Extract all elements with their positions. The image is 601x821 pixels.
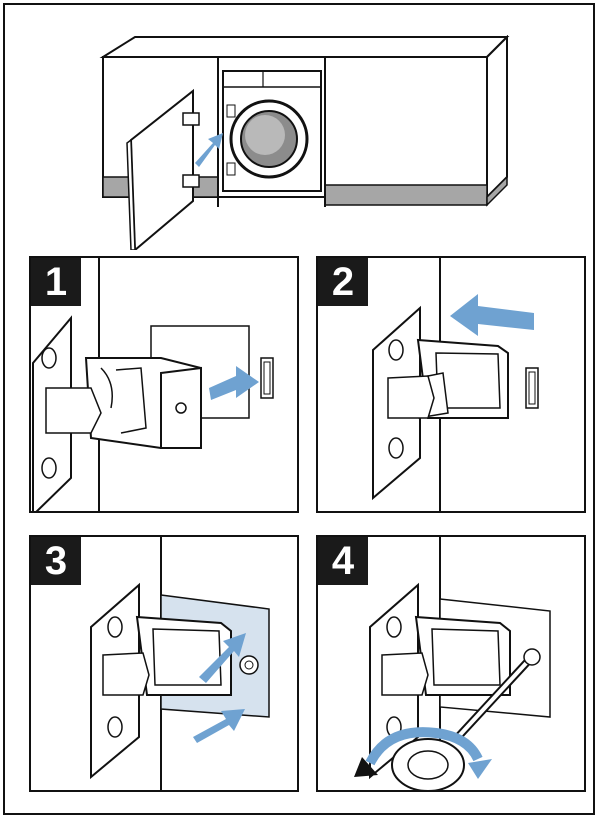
step-3-arrow-upper-icon bbox=[199, 633, 246, 683]
step-4-illustration bbox=[354, 537, 551, 790]
step-panel-3: 3 bbox=[29, 535, 299, 792]
step-4-badge: 4 bbox=[318, 537, 368, 585]
step-2-arrow-icon bbox=[450, 294, 534, 336]
step-4-rotate-arrow-icon bbox=[365, 727, 483, 766]
cabinet-side bbox=[486, 35, 508, 200]
step-2-illustration bbox=[372, 258, 539, 511]
step-3-illustration bbox=[90, 537, 270, 790]
instruction-frame: 1 2 bbox=[3, 3, 595, 815]
step-1-arrow-icon bbox=[209, 366, 259, 400]
step-panel-2: 2 bbox=[316, 256, 586, 513]
step-3-badge: 3 bbox=[31, 537, 81, 585]
step-panel-1: 1 bbox=[29, 256, 299, 513]
cabinet-overview-illustration bbox=[99, 35, 510, 250]
hero-arrow-icon bbox=[195, 133, 223, 167]
door-hinge-top bbox=[182, 112, 200, 126]
worktop bbox=[99, 36, 510, 58]
step-3-arrow-lower-icon bbox=[193, 709, 245, 743]
step-1-illustration bbox=[32, 258, 274, 511]
step-2-badge: 2 bbox=[318, 258, 368, 306]
step-panel-4: 4 bbox=[316, 535, 586, 792]
door-hinge-bottom bbox=[182, 174, 200, 188]
step-1-badge: 1 bbox=[31, 258, 81, 306]
plinth-right bbox=[324, 184, 488, 206]
